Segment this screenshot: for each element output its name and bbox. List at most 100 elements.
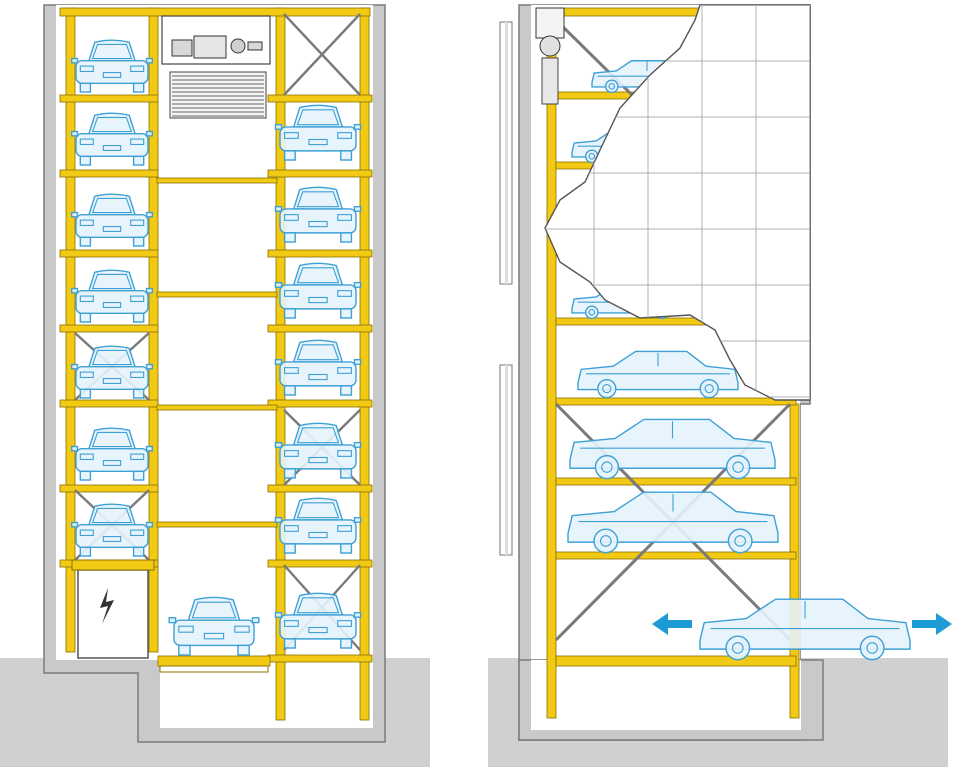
car-body [279,126,357,152]
car-cabin [292,497,344,521]
car-windshield [91,197,133,214]
car-hub [734,535,747,547]
side-column [546,7,557,719]
side-top-beam [555,7,702,17]
car-mirror [145,211,154,218]
car-cabin [88,193,136,216]
car-cabin [292,186,344,210]
car-cabin [292,262,344,286]
car-mirror [353,205,362,212]
winch-drum [169,71,267,119]
car-mirror [274,516,283,523]
car-mirror [168,617,177,624]
car-mirror [70,287,79,294]
lightning-bolt-icon [100,588,114,624]
car-windshield [91,273,133,290]
front-brace [283,13,361,96]
car-wheel [593,528,619,554]
car-mirror [274,358,283,365]
car-mirror [70,363,79,370]
car-plate [308,220,328,228]
car-light [337,290,352,297]
front-car [274,592,362,649]
side-drive-unit [535,7,565,105]
car-light [337,525,352,532]
front-right-platform [267,324,373,333]
car-body [569,418,776,469]
car-mirror [70,211,79,218]
front-pit [160,660,373,728]
car-wheel [283,150,296,161]
car-body [279,614,357,640]
front-top-beam [59,7,371,17]
car-light [284,367,299,374]
car-wheel [79,470,92,481]
car-wheel [727,528,753,554]
car-light [130,529,145,537]
front-left-platform [59,94,159,103]
car-light [234,625,250,633]
side-car [577,350,739,399]
car-windshield [296,191,340,208]
car-light [130,65,145,73]
car-cabin [88,112,136,135]
car-mirror [274,205,283,212]
car-wheel [132,155,145,166]
car-mirror [274,281,283,288]
car-wheel [340,468,353,479]
drive-unit [161,15,271,119]
car-light [284,290,299,297]
car-mirror [353,611,362,618]
front-connector-beam [156,404,278,411]
car-light [79,529,94,537]
car-light [337,214,352,221]
car-hub [599,535,612,547]
car-wheel [132,236,145,247]
car-wheel [699,378,719,399]
car-wheel [237,644,250,656]
car-body [279,361,357,387]
car-plate [308,138,328,146]
car-wheel [283,308,296,319]
car-mirror [145,57,154,64]
car-wheel [340,385,353,396]
arrow-right-icon [912,613,952,635]
car-plate [102,378,122,384]
car-mirror [145,445,154,452]
car-light [130,453,145,461]
car-wheel [132,388,145,399]
car-mirror [145,130,154,137]
car-light [79,138,94,146]
car-windshield [91,43,133,60]
front-right-platform [267,169,373,178]
car-mirror [274,441,283,448]
side-platform [555,551,797,560]
facade-panel [544,4,811,401]
front-car [274,186,362,243]
car-cabin [88,345,136,368]
car-mirror [70,57,79,64]
front-right-platform [267,559,373,568]
car-wheel [132,312,145,323]
front-left-platform [59,399,159,408]
car-plate [308,531,328,539]
car-mirror [145,363,154,370]
car-wheel [132,546,145,557]
front-lift-rail [159,665,269,673]
car-body [279,208,357,234]
car-light [79,295,94,303]
front-car [70,39,154,93]
car-cabin [88,269,136,292]
motor-icon [171,35,263,59]
car-plate [102,72,122,78]
car-plate [203,632,225,640]
car-windshield [296,109,340,126]
car-cabin [292,339,344,363]
car-plate [102,226,122,232]
car-mirror [145,521,154,528]
car-mirror [70,521,79,528]
car-mirror [353,441,362,448]
car-body [577,350,739,391]
front-connector-beam [156,177,278,184]
